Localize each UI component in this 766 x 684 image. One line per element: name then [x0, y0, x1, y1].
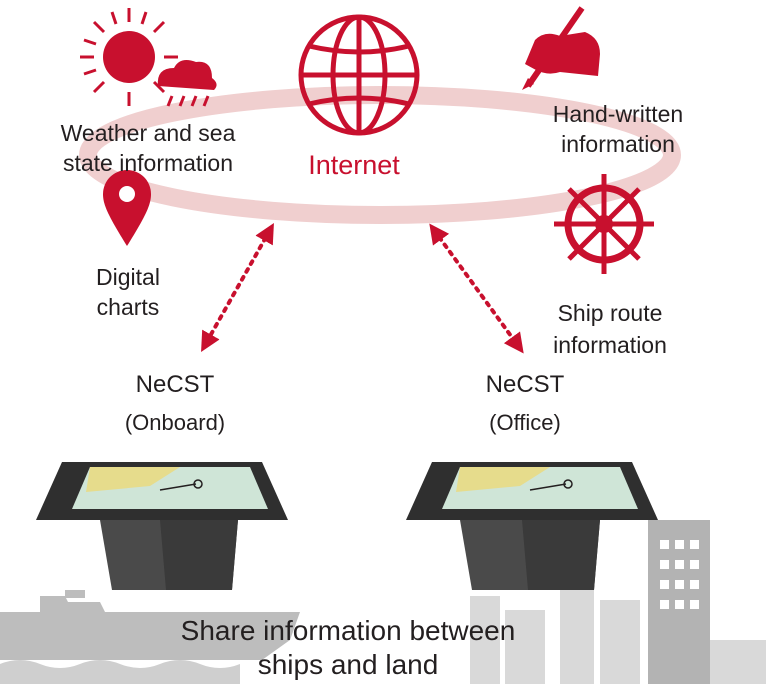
office-link-arrow [429, 223, 524, 354]
internet-ring [79, 86, 681, 224]
city-skyline [470, 520, 766, 684]
globe-icon [298, 14, 420, 136]
weather-label-line1: Weather and sea [60, 120, 236, 146]
necst-onboard-title: NeCST [135, 371, 215, 398]
necst-office-terminal [406, 462, 658, 590]
handwritten-label-line2: information [561, 131, 675, 157]
digital-charts-label-line2: charts [96, 294, 160, 320]
weather-label-line2: state information [62, 150, 234, 176]
digital-charts-label-line1: Digital [96, 264, 160, 290]
handwritten-label-line1: Hand-written [552, 101, 684, 127]
necst-office-subtitle: (Office) [489, 410, 561, 435]
ship-silhouette [0, 590, 300, 684]
map-pin-icon [103, 170, 151, 246]
caption-line2: ships and land [257, 649, 439, 680]
internet-label: Internet [308, 150, 400, 180]
necst-onboard-terminal [36, 462, 288, 590]
onboard-link-arrow [201, 223, 274, 352]
ship-wheel-icon [554, 174, 654, 274]
necst-onboard-subtitle: (Onboard) [124, 410, 226, 435]
hand-pen-icon [522, 6, 600, 90]
caption-line1: Share information between [180, 615, 516, 646]
necst-office-title: NeCST [485, 371, 565, 398]
ship-route-label-line2: information [553, 332, 667, 358]
ship-route-label-line1: Ship route [557, 300, 663, 326]
sun-cloud-rain-icon [80, 8, 217, 107]
